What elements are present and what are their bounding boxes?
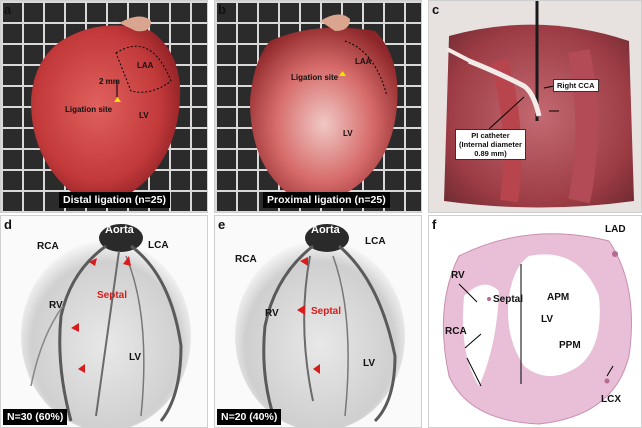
- rv-label: RV: [49, 300, 63, 311]
- lv-label: LV: [363, 358, 376, 369]
- caption: N=30 (60%): [3, 409, 68, 425]
- panel-d: d Aorta RCA LCA RV Septal LV N=30 (60%): [0, 215, 208, 428]
- rca-label: RCA: [235, 254, 257, 265]
- lca-label: LCA: [148, 240, 169, 251]
- aorta-label: Aorta: [105, 224, 134, 236]
- rv-label: RV: [265, 308, 279, 319]
- ligation-site-label: Ligation site: [65, 105, 113, 114]
- heart-b-illustration: [250, 14, 398, 203]
- lv-label: LV: [541, 314, 554, 325]
- right-cca-callout: Right CCA: [553, 79, 599, 92]
- heart-a-illustration: [31, 16, 181, 205]
- caption: Proximal ligation (n=25): [263, 192, 390, 208]
- rv-label: RV: [451, 270, 465, 281]
- panel-label: d: [4, 217, 12, 232]
- catheter-line-2: (Internal diameter: [459, 140, 522, 149]
- catheter-line-3: 0.89 mm): [474, 149, 507, 158]
- panel-label: c: [432, 2, 440, 17]
- lcx-label: LCX: [601, 394, 621, 405]
- rca-label: RCA: [37, 241, 59, 252]
- panel-c: c Right CCA PI catheter (Internal diamet…: [428, 0, 642, 213]
- laa-label: LAA: [137, 61, 154, 70]
- septal-label: Septal: [493, 294, 524, 305]
- panel-b: b LAA Ligation site LV Proximal ligation…: [214, 0, 422, 213]
- lv-label: LV: [139, 111, 149, 120]
- septal-label: Septal: [311, 306, 342, 317]
- surgical-photo-illustration: [429, 1, 641, 212]
- lad-label: LAD: [605, 224, 626, 235]
- apm-label: APM: [547, 292, 570, 303]
- caption: Distal ligation (n=25): [59, 192, 170, 208]
- lv-label: LV: [129, 352, 142, 363]
- histology-illustration: [429, 216, 641, 427]
- catheter-line-1: PI catheter: [471, 131, 510, 140]
- aorta-label: Aorta: [311, 224, 340, 236]
- laa-label: LAA: [355, 57, 372, 66]
- panel-a: a LAA 2 mm Ligation site LV Distal ligat…: [0, 0, 208, 213]
- lca-label: LCA: [365, 236, 386, 247]
- septal-label: Septal: [97, 290, 128, 301]
- panel-label: b: [218, 2, 226, 17]
- angiogram-e-illustration: [215, 216, 421, 427]
- panel-label: a: [4, 2, 12, 17]
- ligation-site-label: Ligation site: [291, 73, 339, 82]
- pi-catheter-callout: PI catheter (Internal diameter 0.89 mm): [455, 129, 526, 160]
- caption: N=20 (40%): [217, 409, 282, 425]
- panel-e: e Aorta RCA LCA RV Septal LV N=20 (40%): [214, 215, 422, 428]
- ppm-label: PPM: [559, 340, 581, 351]
- rca-label: RCA: [445, 326, 467, 337]
- angiogram-d-illustration: [1, 216, 207, 427]
- distance-label: 2 mm: [99, 77, 120, 86]
- lv-label: LV: [343, 129, 353, 138]
- panel-f: f LAD RV Septal APM LV PPM RCA LCX: [428, 215, 642, 428]
- panel-label: f: [432, 217, 437, 232]
- panel-label: e: [218, 217, 226, 232]
